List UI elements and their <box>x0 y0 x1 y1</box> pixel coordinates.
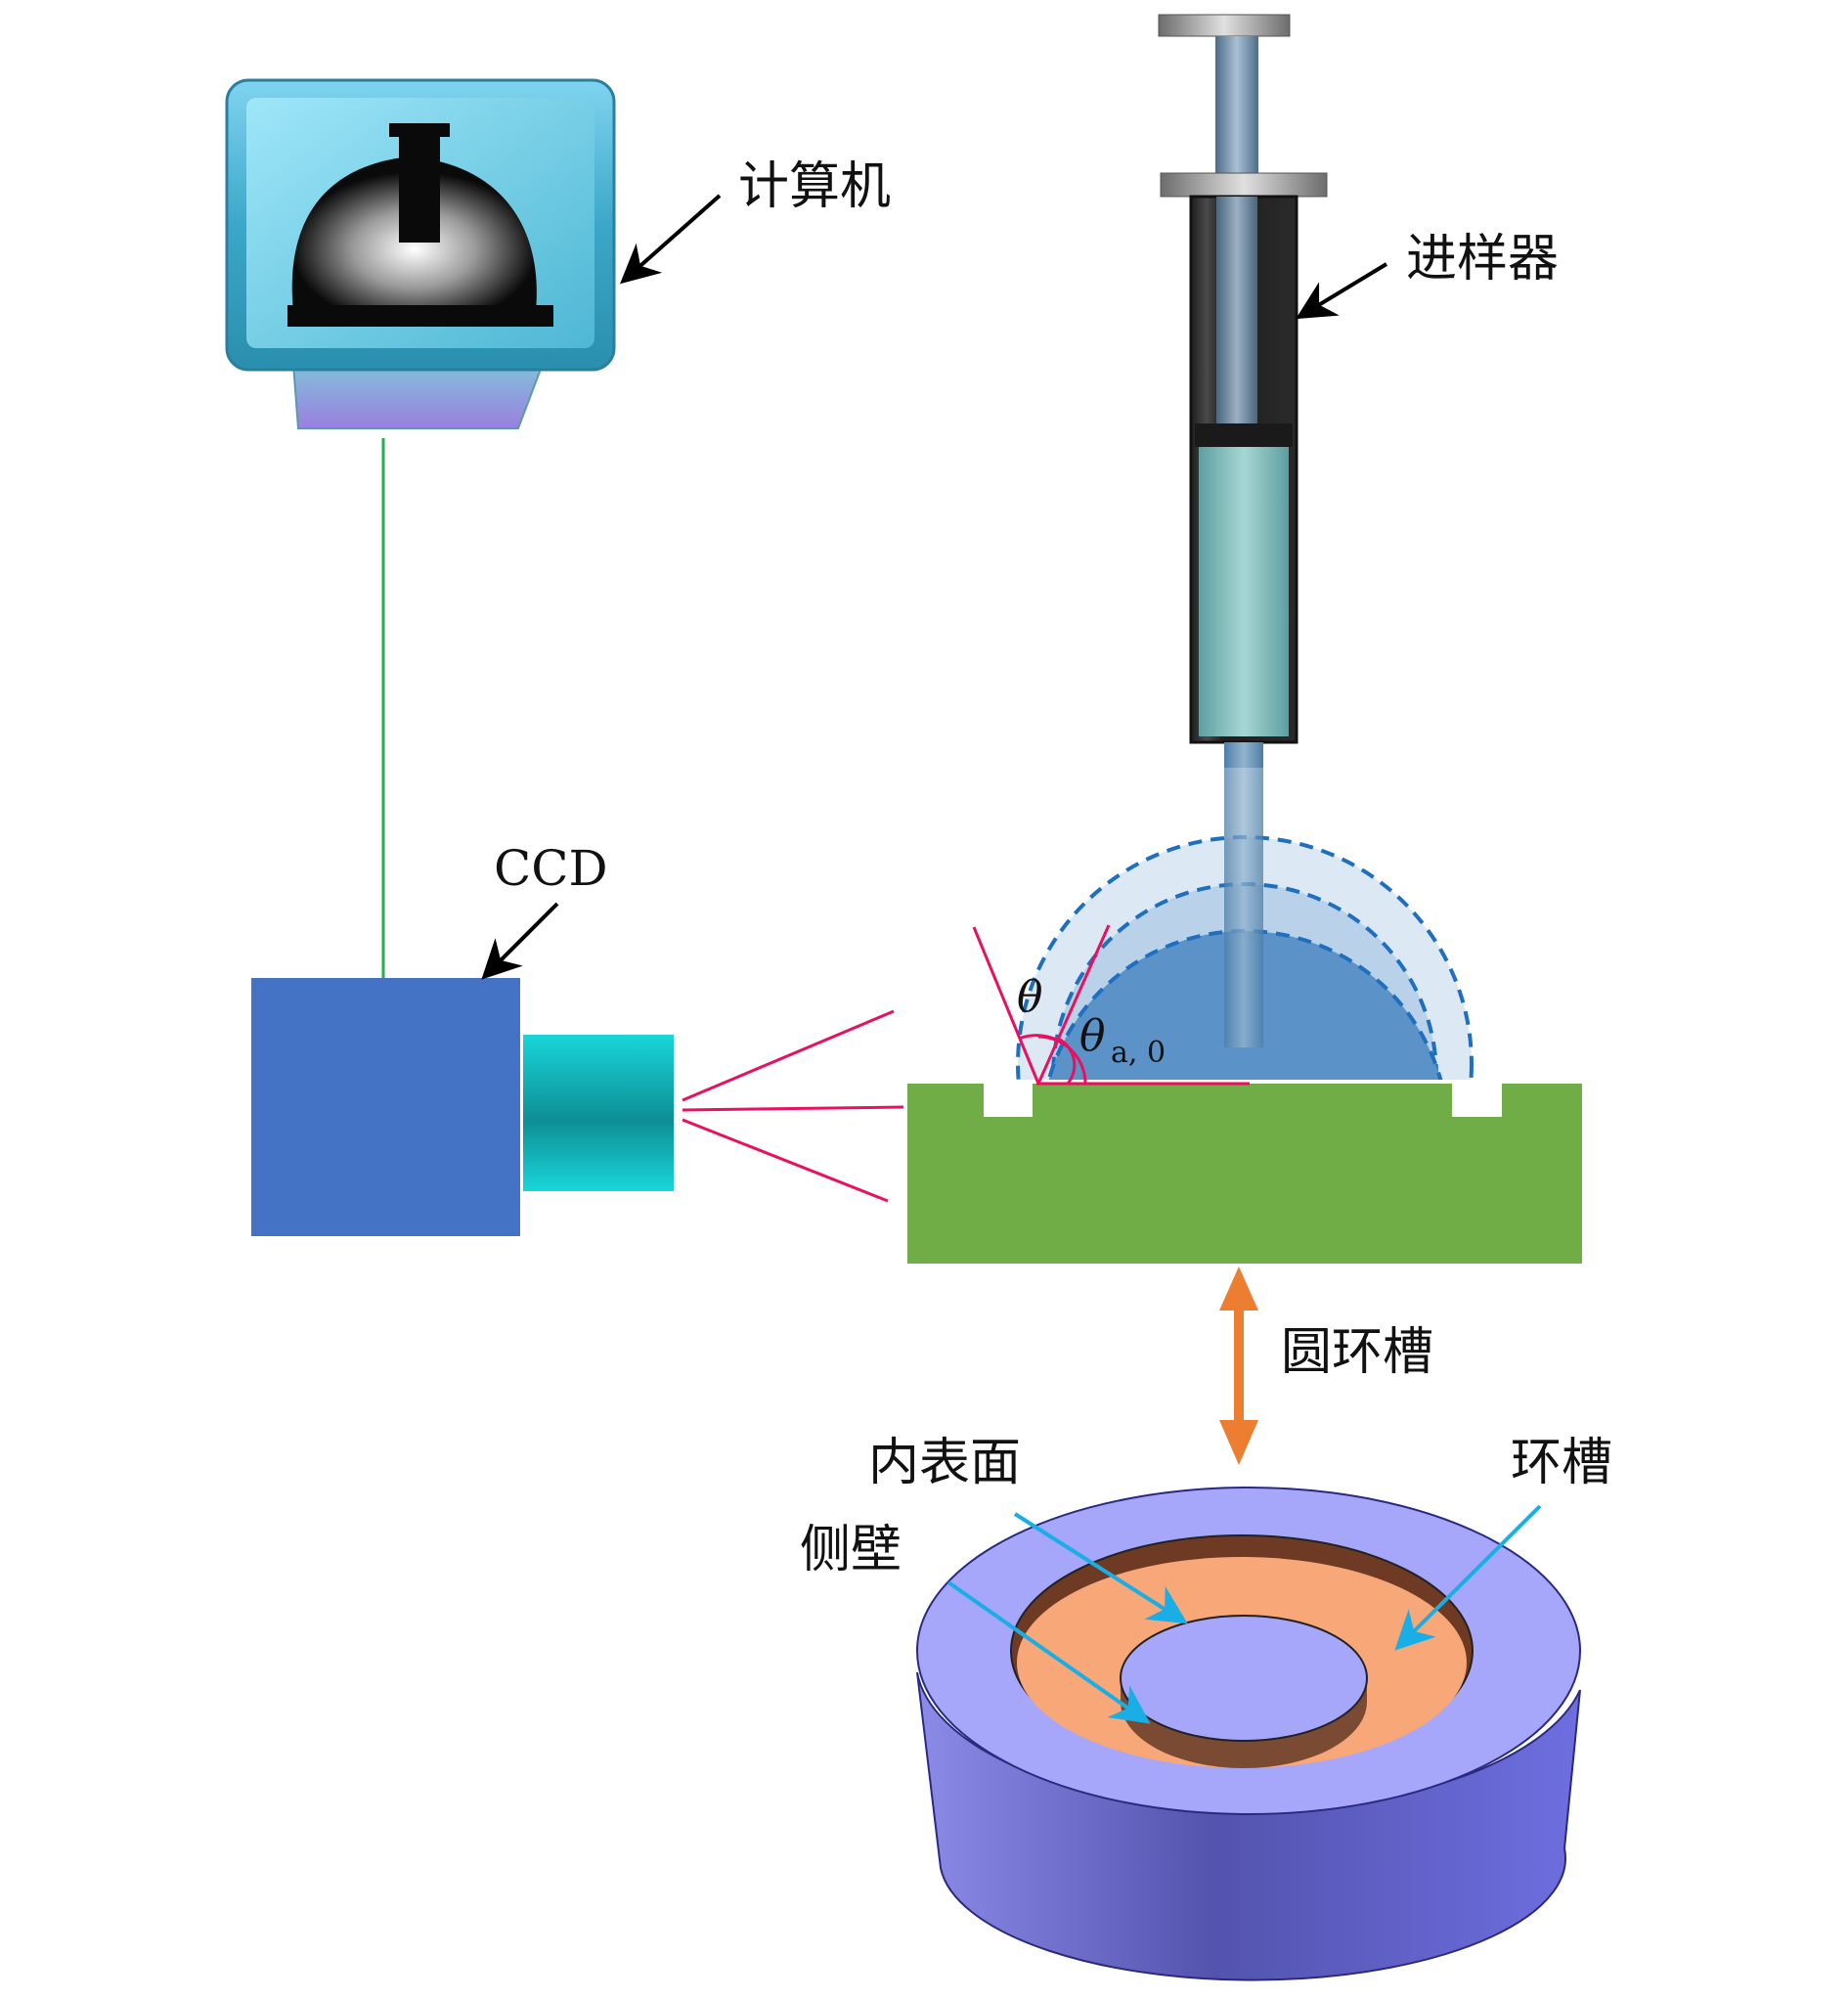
inner-top-face <box>1120 1615 1368 1742</box>
label-injector: 进样器 <box>1406 230 1559 289</box>
label-theta-adv: θ <box>1079 1011 1106 1061</box>
monitor-icon <box>225 78 616 429</box>
label-theta-adv-sub: a, 0 <box>1111 1036 1166 1070</box>
contact-angle-lines <box>972 924 1111 1085</box>
label-side-wall: 侧壁 <box>800 1521 902 1579</box>
substrate <box>907 1084 1582 1264</box>
label-computer: 计算机 <box>738 157 891 216</box>
sight-lines <box>682 1009 904 1203</box>
ccd-body <box>251 978 520 1236</box>
label-ccd: CCD <box>494 840 608 897</box>
ring-disc-icon <box>916 1487 1581 1981</box>
label-inner-surface: 内表面 <box>868 1434 1021 1492</box>
ccd-lens <box>523 1035 674 1191</box>
droplet-image-icon <box>287 123 553 327</box>
double-arrow <box>1219 1266 1258 1465</box>
blue-pointer-arrows <box>946 1504 1542 1724</box>
pointer-arrows <box>481 194 1388 980</box>
label-ring-groove: 圆环槽 <box>1281 1323 1433 1382</box>
syringe-icon <box>1158 14 1328 1047</box>
label-groove: 环槽 <box>1511 1434 1612 1492</box>
label-theta: θ <box>1017 972 1043 1022</box>
ccd-camera-icon <box>251 978 674 1236</box>
